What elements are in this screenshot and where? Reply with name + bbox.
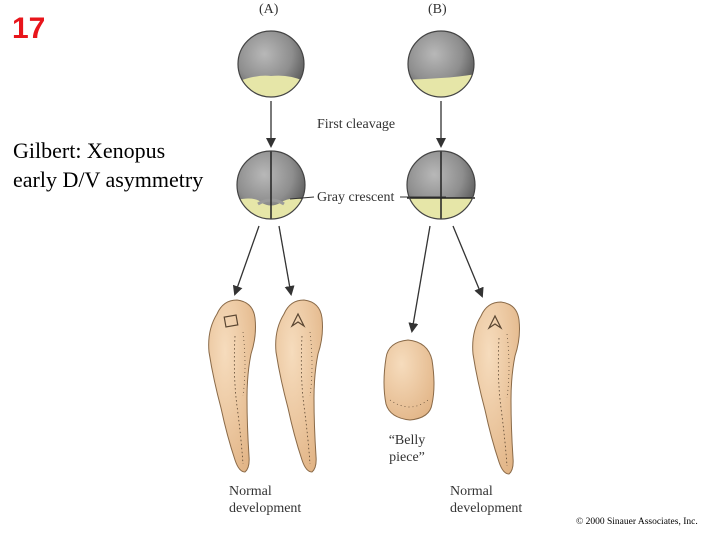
panel-label-b: (B) <box>428 2 447 17</box>
embryo-a-right <box>275 299 323 473</box>
egg-a-uncleaved <box>237 30 305 98</box>
slide-title-line-2: early D/V asymmetry <box>13 167 204 192</box>
embryo-b-normal <box>472 301 520 475</box>
egg-b-uncleaved <box>407 30 475 98</box>
belly-piece-label: “Belly piece” <box>385 432 429 466</box>
belly-piece-line-2: piece” <box>389 450 425 465</box>
normal-development-label-a: Normal development <box>229 483 319 517</box>
first-cleavage-label: First cleavage <box>317 117 396 132</box>
slide-title-line-1: Gilbert: Xenopus <box>13 138 166 163</box>
egg-b-two-cell <box>406 150 476 220</box>
belly-piece-blob <box>383 339 435 421</box>
normal-development-a-line-1: Normal <box>229 484 272 499</box>
arrow-a-right <box>278 225 295 296</box>
slide-title: Gilbert: Xenopus early D/V asymmetry <box>13 136 203 194</box>
normal-development-label-b: Normal development <box>450 483 540 517</box>
panel-label-a: (A) <box>259 2 279 17</box>
arrow-b-belly <box>408 225 431 333</box>
normal-development-b-line-2: development <box>450 501 523 516</box>
embryo-a-left <box>208 299 256 473</box>
normal-development-a-line-2: development <box>229 501 302 516</box>
gray-crescent-pointer-a <box>289 196 315 200</box>
copyright-notice: © 2000 Sinauer Associates, Inc. <box>576 517 698 527</box>
gray-crescent-label: Gray crescent <box>317 190 395 205</box>
slide-number: 17 <box>12 12 46 45</box>
belly-piece-line-1: “Belly <box>388 433 426 448</box>
arrow-a-left <box>232 225 260 296</box>
arrow-b-normal <box>452 225 484 298</box>
normal-development-b-line-1: Normal <box>450 484 493 499</box>
egg-a-two-cell <box>236 150 306 220</box>
